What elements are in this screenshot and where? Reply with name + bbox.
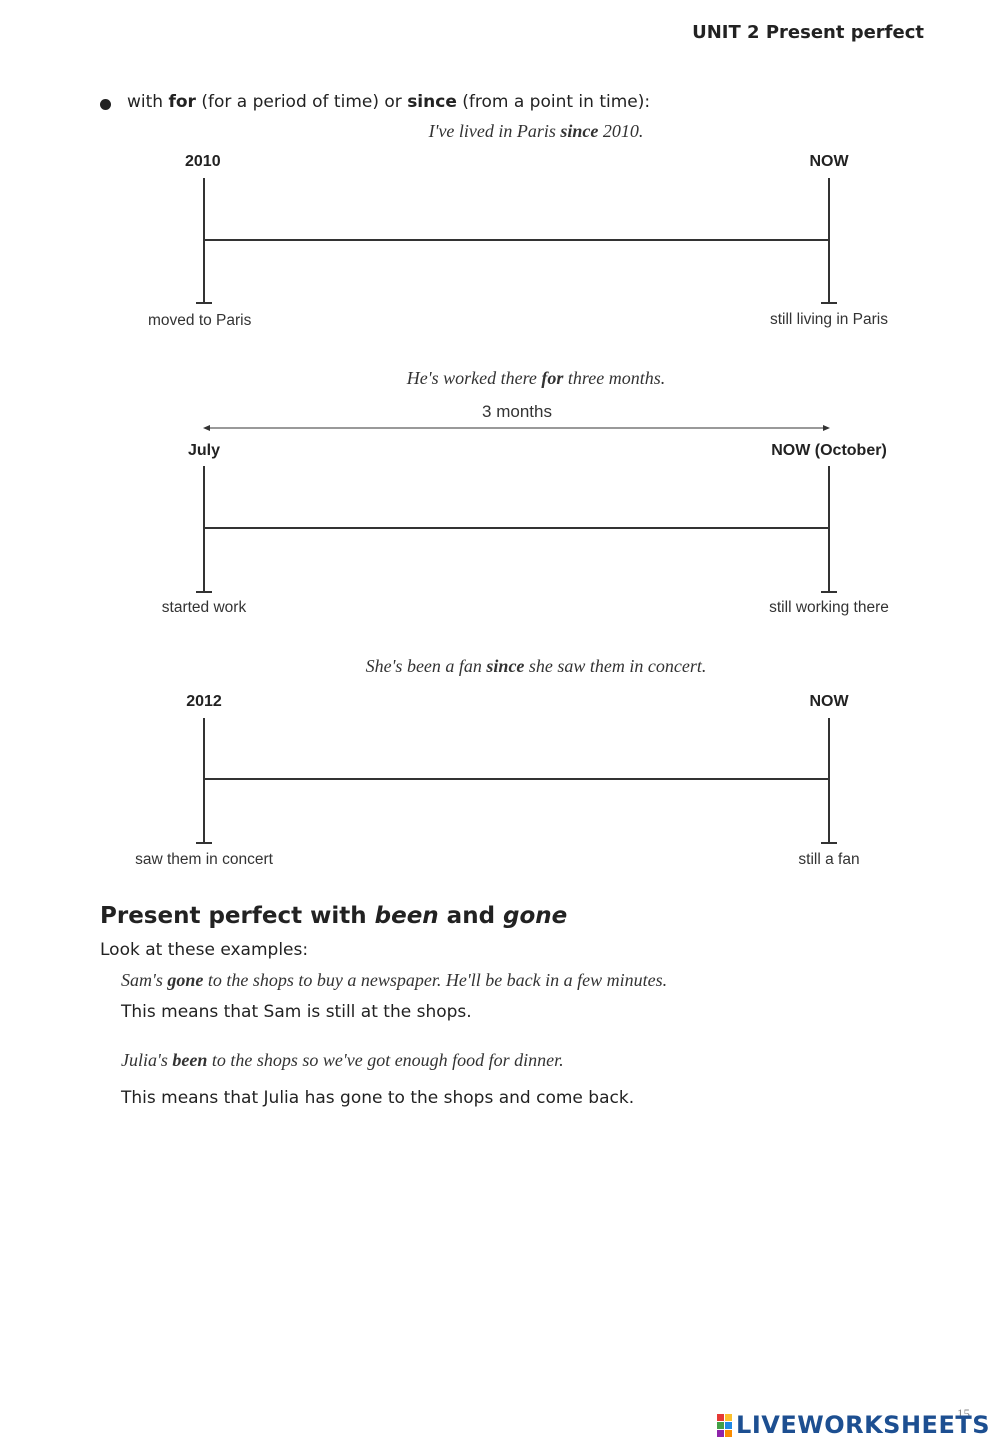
example1-sentence: Sam's gone to the shops to buy a newspap… xyxy=(121,970,667,991)
bullet-icon xyxy=(100,99,111,110)
section-title-been: been xyxy=(374,903,439,929)
timeline1-example: I've lived in Paris since 2010. xyxy=(0,121,1000,142)
timeline2-start-label: July xyxy=(187,442,221,459)
timeline2-arrow-left-head xyxy=(203,425,210,431)
section-title: Present perfect with been and gone xyxy=(100,903,567,929)
timeline3-start-label: 2012 xyxy=(186,693,222,710)
timeline1-ex-post: 2010. xyxy=(598,121,644,141)
timeline3-example: She's been a fan since she saw them in c… xyxy=(0,656,1000,677)
timeline3-ex-pre: She's been a fan xyxy=(365,656,487,676)
bullet-text: with for (for a period of time) or since… xyxy=(127,92,650,112)
timeline1-ex-bold: since xyxy=(560,121,599,141)
section-title-gone: gone xyxy=(503,903,568,929)
example2-post: to the shops so we've got enough food fo… xyxy=(207,1050,564,1070)
timeline2-ex-pre: He's worked there xyxy=(406,368,542,388)
timeline3-ex-bold: since xyxy=(486,656,525,676)
page-number: 15 xyxy=(957,1406,970,1421)
bullet-mid1: (for a period of time) or xyxy=(195,92,408,112)
logo-text: LIVEWORKSHEETS xyxy=(736,1411,990,1439)
section-title-and: and xyxy=(438,903,504,929)
timeline3-start-note: saw them in concert xyxy=(135,851,273,868)
timeline2-end-label: NOW (October) xyxy=(771,442,887,459)
example2-explanation: This means that Julia has gone to the sh… xyxy=(121,1088,635,1108)
example2-pre: Julia's xyxy=(121,1050,173,1070)
section-intro: Look at these examples: xyxy=(100,940,309,960)
example1-bold: gone xyxy=(167,970,204,990)
timeline2-end-note: still working there xyxy=(769,599,889,616)
example1-explanation: This means that Sam is still at the shop… xyxy=(121,1002,472,1022)
liveworksheets-logo: LIVEWORKSHEETS xyxy=(717,1411,990,1439)
example2-sentence: Julia's been to the shops so we've got e… xyxy=(121,1050,564,1071)
timeline1-ex-pre: I've lived in Paris xyxy=(428,121,561,141)
timeline3-ex-post: she saw them in concert. xyxy=(524,656,707,676)
timeline1-end-note: still living in Paris xyxy=(769,311,889,328)
timeline2-ex-post: three months. xyxy=(563,368,666,388)
bullet-prefix: with xyxy=(127,92,169,112)
example1-post: to the shops to buy a newspaper. He'll b… xyxy=(203,970,668,990)
section-title-pre: Present perfect with xyxy=(100,903,375,929)
timeline1-start-note: moved to Paris xyxy=(148,312,252,329)
timeline2-ex-bold: for xyxy=(541,368,564,388)
timeline3-end-note: still a fan xyxy=(798,851,860,868)
timeline2-arrow-right-head xyxy=(823,425,830,431)
timeline1-start-label: 2010 xyxy=(185,153,221,170)
timeline2-example: He's worked there for three months. xyxy=(0,368,1000,389)
timeline2-start-note: started work xyxy=(161,599,247,616)
example2-bold: been xyxy=(172,1050,208,1070)
timeline2-duration-label: 3 months xyxy=(482,402,552,421)
bullet-mid2: (from a point in time): xyxy=(456,92,651,112)
bullet-for: for xyxy=(168,92,196,112)
timeline3-end-label: NOW xyxy=(809,693,849,710)
unit-header: UNIT 2 Present perfect xyxy=(692,22,924,43)
bullet-since: since xyxy=(407,92,457,112)
timeline1-end-label: NOW xyxy=(809,153,849,170)
example1-pre: Sam's xyxy=(121,970,168,990)
logo-mark-icon xyxy=(717,1413,733,1437)
